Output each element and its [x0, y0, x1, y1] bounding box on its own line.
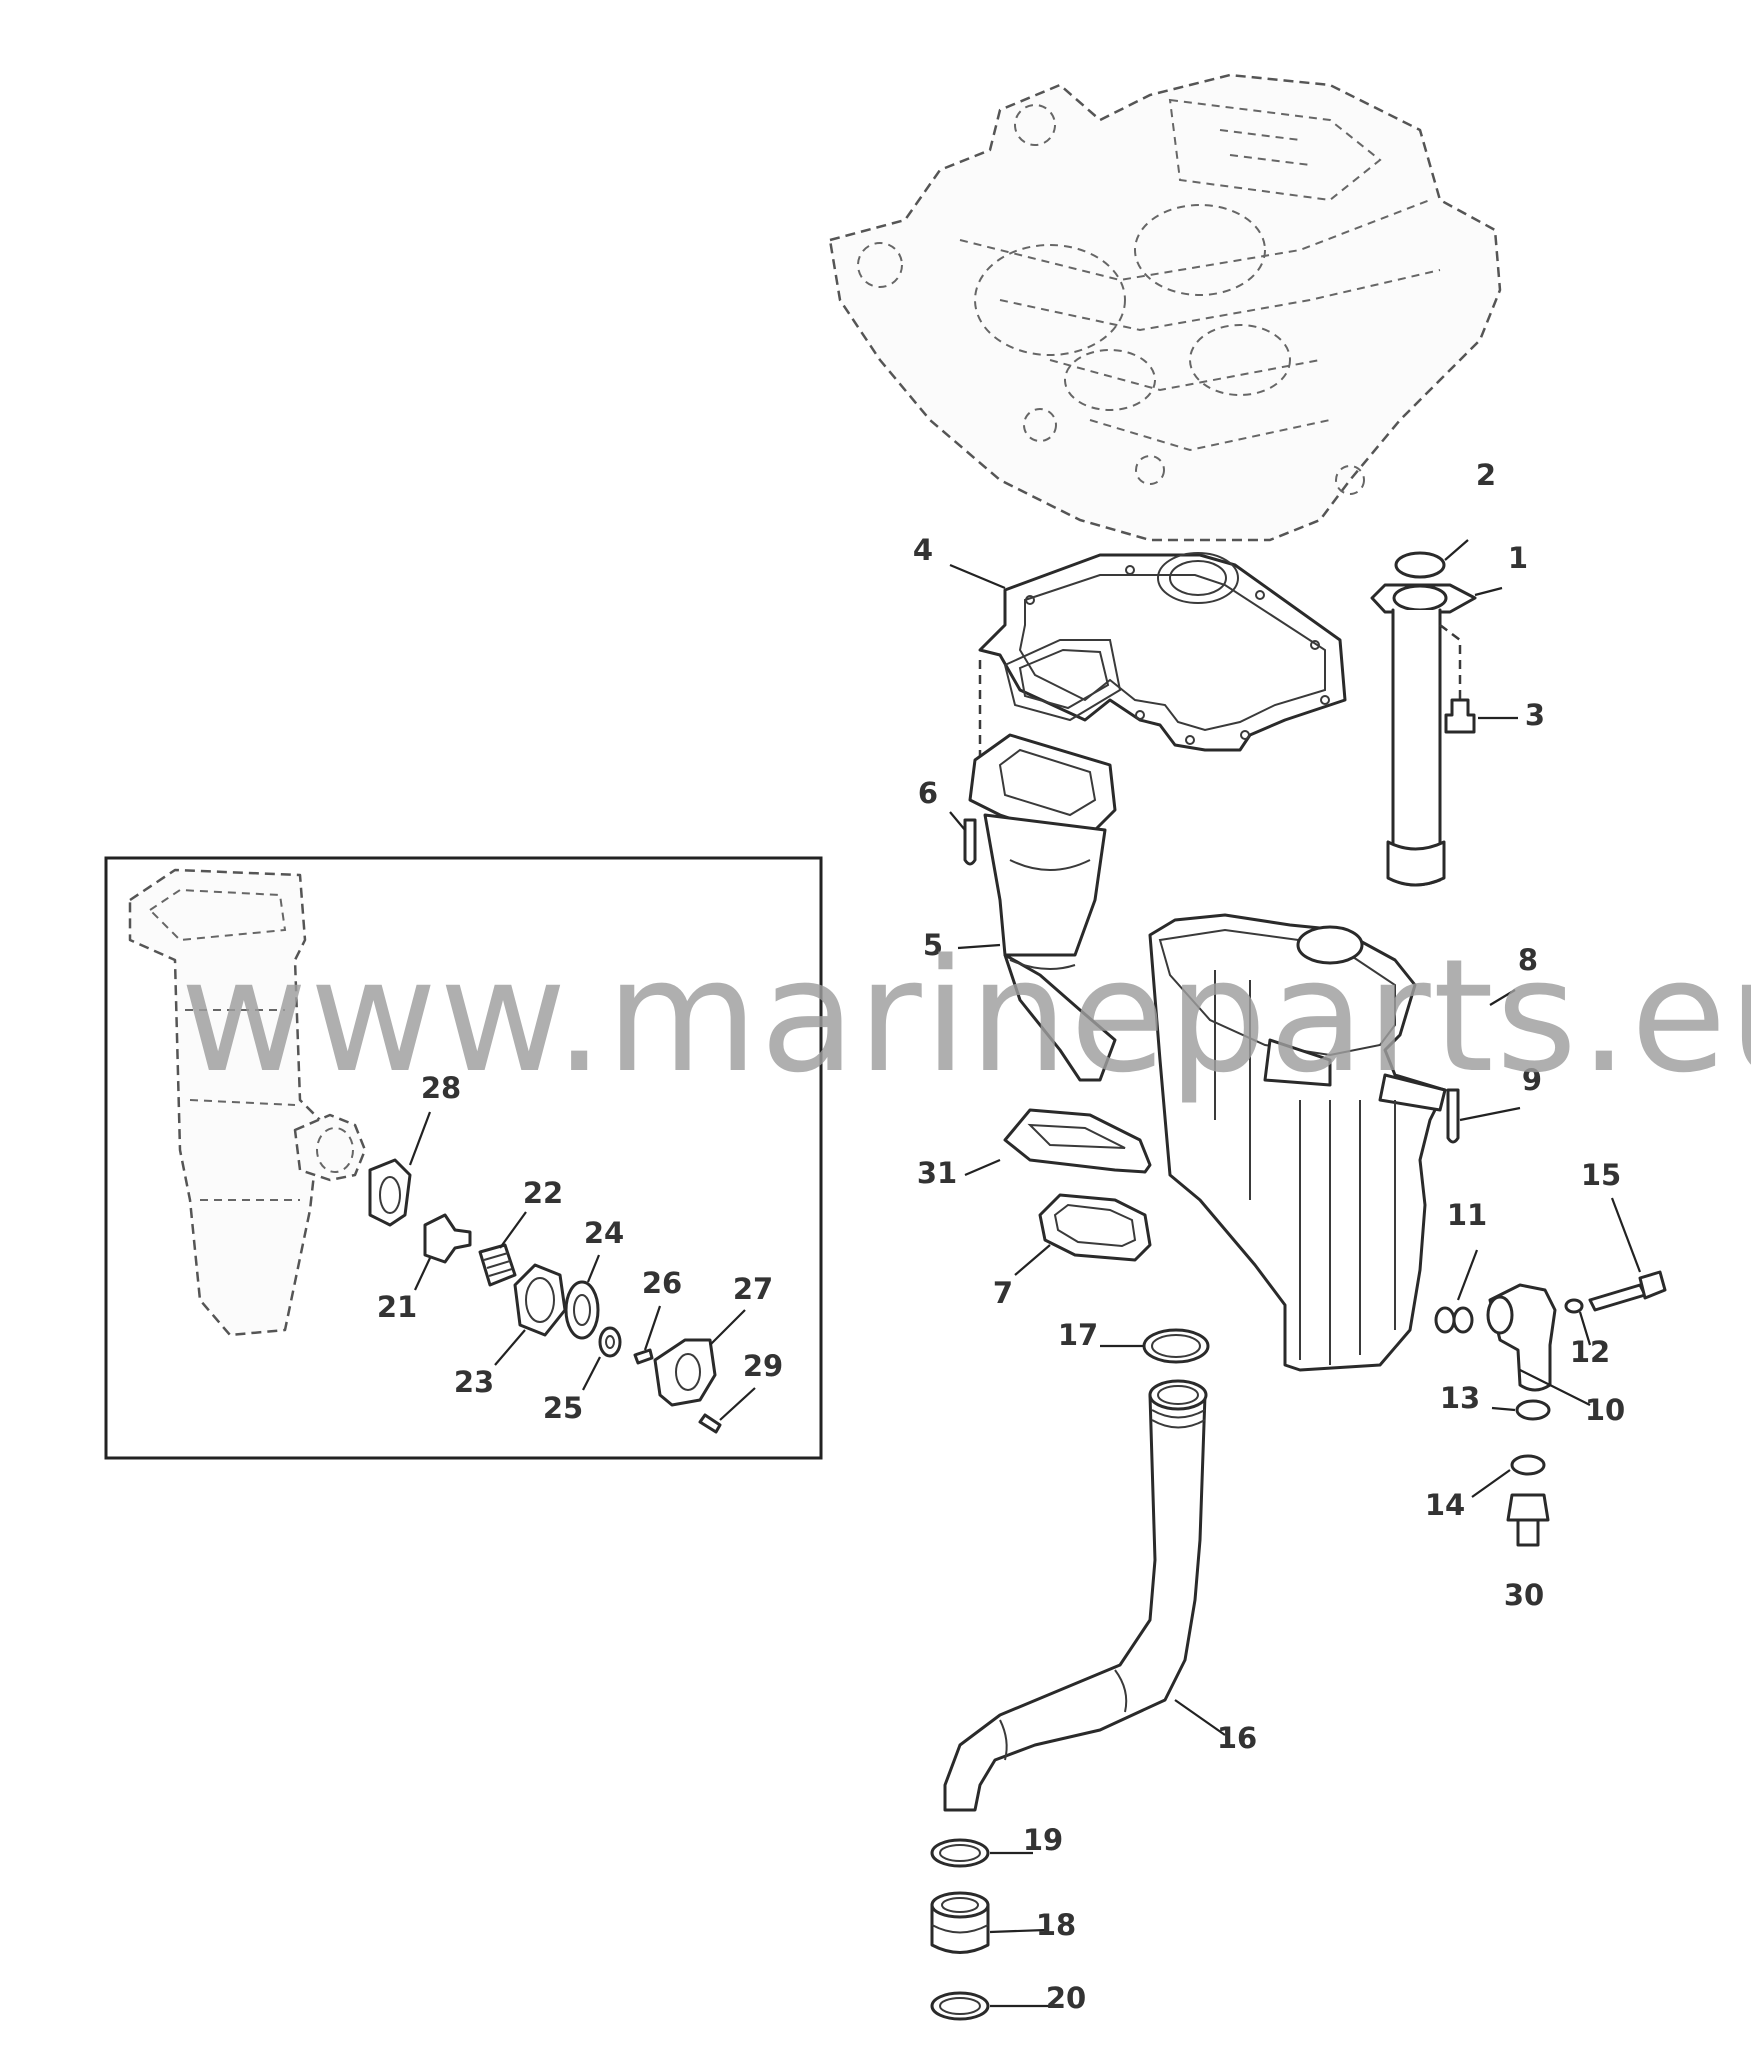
callout-4: 4 — [913, 533, 933, 567]
part-25-washer — [598, 1326, 622, 1358]
callout-19: 19 — [1023, 1823, 1063, 1857]
callout-23: 23 — [454, 1365, 494, 1399]
callout-9: 9 — [1522, 1063, 1542, 1097]
part-19-washer — [930, 1838, 990, 1868]
part-14-washer — [1510, 1454, 1546, 1476]
part-2-o-ring — [1394, 551, 1446, 579]
callout-2: 2 — [1476, 458, 1496, 492]
part-12-plug — [1564, 1298, 1584, 1314]
part-1-water-tube — [1370, 583, 1477, 887]
callout-30: 30 — [1504, 1578, 1544, 1612]
callout-6: 6 — [918, 776, 938, 810]
part-21-shaft — [423, 1213, 472, 1264]
callout-16: 16 — [1217, 1721, 1257, 1755]
part-5-exhaust-adapter — [968, 733, 1117, 1082]
part-13-washer — [1515, 1399, 1551, 1421]
part-7-seal — [1038, 1193, 1152, 1262]
part-28-gasket — [368, 1158, 412, 1227]
part-22-spring — [478, 1243, 517, 1287]
callout-7: 7 — [993, 1276, 1013, 1310]
part-11-o-rings — [1434, 1306, 1474, 1334]
callout-20: 20 — [1046, 1981, 1086, 2015]
callout-25: 25 — [543, 1391, 583, 1425]
leader-lines — [408, 539, 1642, 2008]
part-26-screw — [633, 1348, 654, 1365]
callout-1: 1 — [1508, 541, 1528, 575]
part-30-drain-plug — [1506, 1493, 1550, 1547]
part-29-screw — [698, 1413, 722, 1434]
callout-5: 5 — [923, 928, 943, 962]
part-10-elbow-fitting — [1486, 1283, 1557, 1392]
watermark-text: www.marineparts.eu — [180, 925, 1751, 1107]
part-16-water-pipe — [943, 1379, 1208, 1812]
part-8-oil-sump — [1148, 913, 1447, 1372]
part-17-o-ring — [1142, 1328, 1210, 1364]
callout-29: 29 — [743, 1349, 783, 1383]
part-6-dowel-pin — [963, 818, 977, 866]
part-23-housing — [513, 1263, 567, 1337]
inset-adapter-ghost — [128, 868, 367, 1337]
part-4-gasket — [978, 552, 1347, 780]
callout-31: 31 — [917, 1156, 957, 1190]
part-9-dowel-pin — [1446, 1088, 1460, 1144]
engine-block-ghost — [828, 73, 1502, 542]
callout-3: 3 — [1525, 698, 1545, 732]
part-3-bolt — [1444, 698, 1476, 734]
part-15-bolt — [1588, 1270, 1667, 1312]
callout-numbers: 1234567891011121314151617181920212223242… — [377, 458, 1625, 2015]
callout-10: 10 — [1585, 1393, 1625, 1427]
part-18-grommet — [930, 1891, 990, 1954]
callout-21: 21 — [377, 1290, 417, 1324]
part-24-diaphragm — [564, 1280, 600, 1340]
callout-11: 11 — [1447, 1198, 1487, 1232]
callout-27: 27 — [733, 1272, 773, 1306]
callout-26: 26 — [642, 1266, 682, 1300]
callout-24: 24 — [584, 1216, 624, 1250]
callout-18: 18 — [1036, 1908, 1076, 1942]
callout-15: 15 — [1581, 1158, 1621, 1192]
callout-28: 28 — [421, 1071, 461, 1105]
callout-22: 22 — [523, 1176, 563, 1210]
part-20-washer — [930, 1991, 990, 2021]
part-31-plate — [1003, 1108, 1152, 1174]
inset-detail-frame — [104, 856, 823, 1460]
callout-17: 17 — [1058, 1318, 1098, 1352]
callout-8: 8 — [1518, 943, 1538, 977]
callout-12: 12 — [1570, 1335, 1610, 1369]
callout-13: 13 — [1440, 1381, 1480, 1415]
part-27-cover — [653, 1338, 717, 1407]
callout-14: 14 — [1425, 1488, 1465, 1522]
